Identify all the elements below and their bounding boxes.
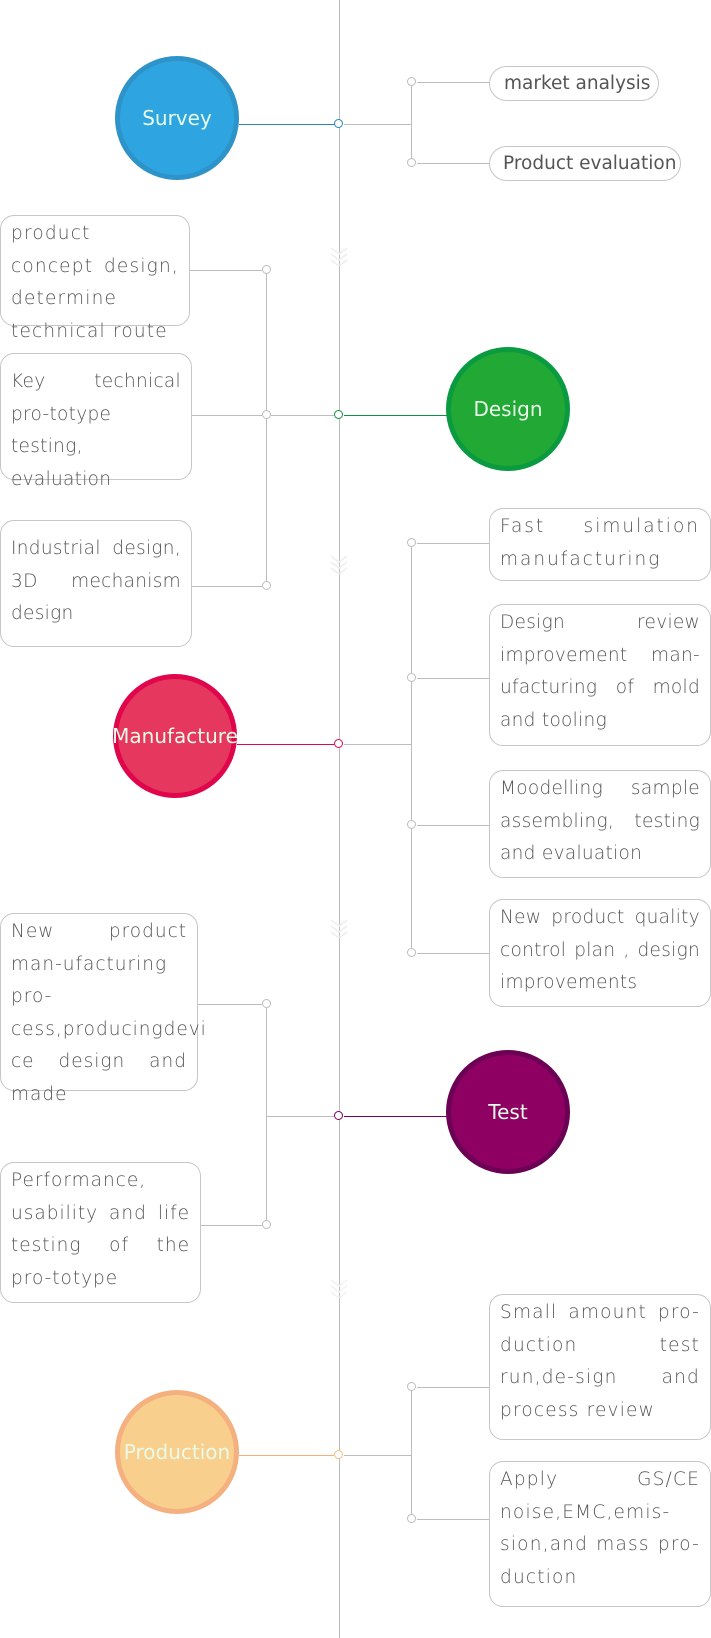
task-item[interactable]: Small amount pro-duction test run,de-sig… [489,1294,711,1440]
stage-connector [239,124,336,125]
task-item[interactable]: Performance, usability and life testing … [0,1162,201,1303]
stage-circle-test[interactable]: Test [446,1050,570,1174]
branch-node [262,1220,271,1229]
branch-node [407,158,416,167]
task-item[interactable]: New product man-ufacturing pro-cess,prod… [0,913,206,1105]
chevron-down-icon [330,247,348,266]
task-item[interactable]: Apply GS/CE noise,EMC,emis-sion,and mass… [489,1461,711,1607]
timeline-node [334,1450,343,1459]
bracket [411,1387,412,1519]
timeline-node [334,1111,343,1120]
branch-connector [344,1455,412,1456]
stage-circle-survey[interactable]: Survey [115,56,239,180]
task-item[interactable]: market analysis [489,66,659,101]
branch-connector [192,415,262,416]
branch-node [262,265,271,274]
timeline-axis [339,0,340,1638]
stage-circle-design[interactable]: Design [446,347,570,471]
chevron-down-icon [330,555,348,574]
branch-connector [267,1116,334,1117]
task-item[interactable]: Moodelling sample assembling, testing an… [489,770,711,878]
task-item[interactable]: product concept design, determine techni… [0,215,190,342]
branch-connector [417,678,489,679]
branch-connector [417,953,489,954]
task-item[interactable]: Fast simulation manufacturing [489,508,711,581]
chevron-down-icon [330,919,348,938]
stage-connector [344,1116,448,1117]
branch-connector [417,163,490,164]
branch-node [407,673,416,682]
bracket [266,270,267,586]
branch-node [407,538,416,547]
branch-node [262,999,271,1008]
task-item[interactable]: Design review improvement man-ufacturing… [489,604,711,746]
branch-node [407,948,416,957]
task-item[interactable]: Key technical pro-totype testing, evalua… [0,353,192,490]
branch-connector [417,543,489,544]
stage-circle-production[interactable]: Production [115,1390,239,1514]
branch-connector [190,270,262,271]
branch-connector [344,744,411,745]
branch-connector [192,586,262,587]
stage-label: Survey [142,106,212,130]
branch-connector [417,1387,489,1388]
stage-connector [239,1455,334,1456]
branch-node [407,1382,416,1391]
branch-connector [198,1004,262,1005]
stage-connector [344,415,448,416]
timeline-node [334,410,343,419]
chevron-down-icon [330,1279,348,1298]
branch-connector [271,415,334,416]
branch-connector [344,124,412,125]
branch-connector [417,1519,489,1520]
task-item[interactable]: Product evaluation [489,146,681,181]
branch-node [262,410,271,419]
stage-connector [237,744,334,745]
branch-node [262,581,271,590]
bracket [266,1004,267,1225]
branch-node [407,77,416,86]
branch-connector [417,82,490,83]
timeline-node [334,119,343,128]
stage-label: Manufacture [112,724,238,748]
bracket [411,82,412,164]
bracket [411,543,412,951]
task-item[interactable]: Industrial design, 3D mechanism design [0,520,192,647]
stage-label: Test [488,1100,528,1124]
branch-node [407,820,416,829]
timeline-node [334,739,343,748]
branch-connector [417,825,489,826]
stage-label: Design [473,397,543,421]
stage-label: Production [123,1440,231,1464]
branch-connector [201,1225,262,1226]
branch-node [407,1514,416,1523]
task-item[interactable]: New product quality control plan , desig… [489,899,711,1007]
stage-circle-manufacture[interactable]: Manufacture [112,674,238,798]
